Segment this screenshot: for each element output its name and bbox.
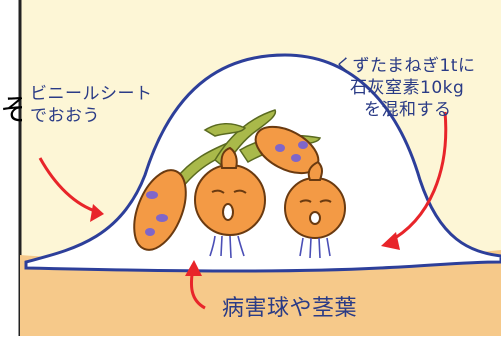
label-bottom: 病害球や茎葉: [222, 296, 358, 321]
onion-left: [194, 146, 266, 259]
arrowhead-cover: [90, 204, 104, 222]
cut-off-glyph: そ: [0, 96, 22, 128]
arrow-cover: [38, 157, 99, 214]
arrowhead-bottom: [185, 260, 202, 276]
stem-4: [203, 123, 247, 137]
onion-right: [284, 160, 346, 259]
label-cover-line1: ビニールシート: [30, 84, 153, 104]
spot: [275, 144, 285, 152]
label-mix-line1: くずたまねぎ1tに: [335, 56, 476, 76]
spot: [298, 141, 308, 149]
spot: [291, 154, 301, 162]
label-cover-line2: でおおう: [30, 106, 100, 126]
arrowhead-mix: [381, 232, 400, 250]
rotten-pieces: [133, 125, 320, 251]
spot: [146, 191, 158, 199]
label-mix-line2: 石灰窒素10kg: [350, 78, 465, 98]
spot: [145, 228, 155, 236]
spot: [156, 214, 168, 222]
arrowheads: [90, 204, 400, 276]
arrow-mix: [387, 111, 448, 244]
label-mix-line3: を混和する: [364, 100, 452, 120]
